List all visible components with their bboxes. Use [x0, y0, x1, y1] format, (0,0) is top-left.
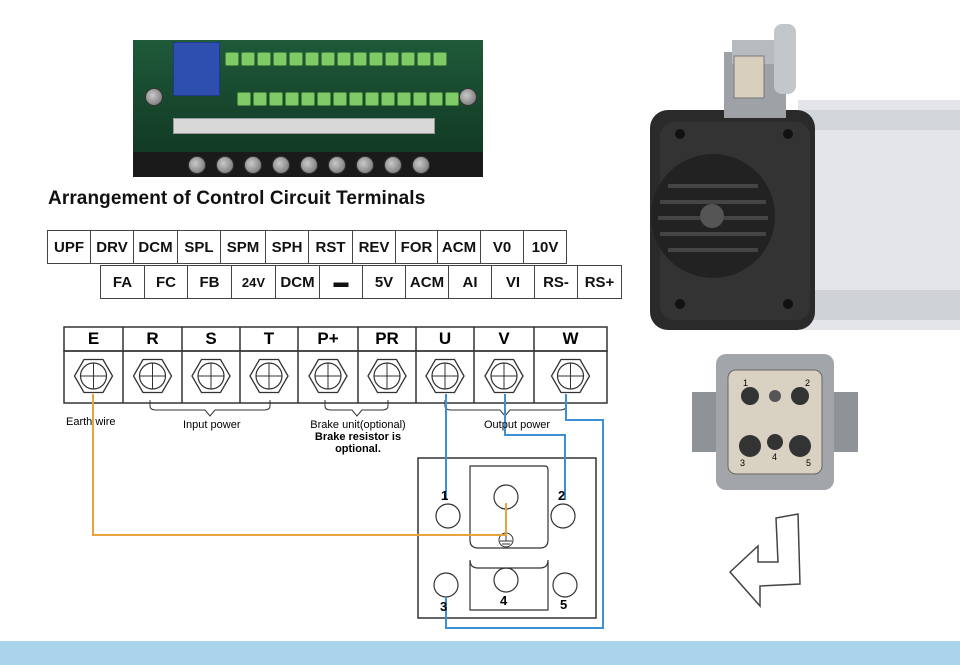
plug-pin-1: 1: [441, 488, 448, 503]
bottom-bar: [0, 641, 960, 665]
terminal-block-bottom: [237, 92, 459, 106]
spindle-motor-photo: [650, 24, 960, 330]
control-terminal-row2-1: FC: [144, 265, 188, 299]
control-terminal-row2-6: 5V: [362, 265, 406, 299]
control-terminal-row2-0: FA: [100, 265, 145, 299]
connector-pin-3: 3: [740, 458, 745, 468]
power-terminal-s: S: [205, 329, 217, 348]
terminal-screw-8: [550, 358, 591, 394]
brake-resistor-label: Brake resistor is: [315, 431, 401, 443]
connector-pin-2: 2: [805, 378, 810, 388]
terminal-screw-6: [425, 358, 465, 394]
power-terminal-t: T: [263, 329, 275, 348]
power-terminal-r: R: [146, 329, 159, 348]
plug-pin-5: 5: [560, 597, 567, 612]
plug-pin-4: 4: [500, 593, 508, 608]
control-terminal-row2-5: ▬: [319, 265, 363, 299]
label-strip: [173, 118, 435, 134]
brake-unit-label: Brake unit(optional): [310, 419, 405, 431]
plug-pin-3: 3: [440, 599, 447, 614]
control-terminal-row1-7: REV: [352, 230, 396, 264]
power-terminal-w: W: [562, 329, 579, 348]
control-terminal-row2-11: RS+: [577, 265, 622, 299]
arrow-icon: [728, 513, 801, 608]
control-terminal-row1-10: V0: [480, 230, 524, 264]
power-terminal-v: V: [498, 329, 510, 348]
brake-optional-label: optional.: [335, 443, 381, 455]
power-terminal-e: E: [87, 329, 100, 348]
control-terminal-row1-11: 10V: [523, 230, 567, 264]
terminal-screw-5: [367, 358, 407, 394]
terminal-block-top: [225, 52, 447, 66]
control-terminal-row2-2: FB: [187, 265, 232, 299]
connector-pin-5: 5: [806, 458, 811, 468]
power-terminal-pplus: P+: [317, 329, 339, 348]
terminal-screw-4: [308, 358, 348, 394]
control-terminal-row1-1: DRV: [90, 230, 134, 264]
control-terminal-row2-7: ACM: [405, 265, 449, 299]
control-terminal-row1-5: SPH: [265, 230, 309, 264]
relay: [173, 42, 220, 96]
plug-pin-2: 2: [558, 488, 565, 503]
power-terminal-u: U: [438, 329, 452, 348]
terminal-screw-7: [484, 358, 524, 394]
terminal-screw-3: [249, 358, 289, 394]
control-terminal-row1-9: ACM: [437, 230, 481, 264]
control-terminal-row1-3: SPL: [177, 230, 221, 264]
control-terminal-row1-4: SPM: [220, 230, 266, 264]
terminal-screw-2: [191, 358, 231, 394]
output-power-label: Output power: [484, 419, 550, 431]
connector-pin-1: 1: [743, 378, 748, 388]
control-terminal-row2-8: AI: [448, 265, 492, 299]
diagram-title: Arrangement of Control Circuit Terminals: [48, 188, 426, 209]
terminal-screw-0: [73, 358, 114, 394]
connector-photo: 1 2 3 4 5: [692, 354, 858, 490]
earth-wire-label: Earth wire: [66, 416, 116, 428]
power-terminal-pr: PR: [375, 329, 399, 348]
terminal-screws: [73, 358, 591, 394]
control-terminal-row1-6: RST: [308, 230, 353, 264]
terminal-screw-1: [132, 358, 173, 394]
connector-pin-4: 4: [772, 452, 777, 462]
control-board-photo: [133, 40, 483, 177]
control-terminal-row2-4: DCM: [275, 265, 320, 299]
control-terminal-row2-10: RS-: [534, 265, 578, 299]
control-terminal-row1-2: DCM: [133, 230, 178, 264]
input-power-label: Input power: [183, 419, 241, 431]
